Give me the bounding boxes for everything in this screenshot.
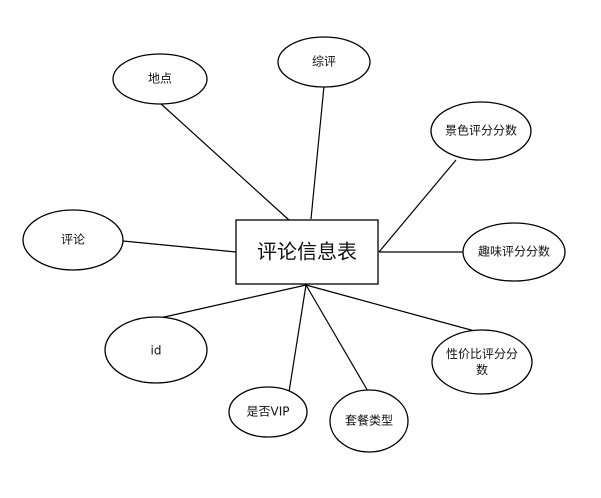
attribute-package-type[interactable]: 套餐类型 — [329, 389, 409, 453]
attribute-label: 套餐类型 — [345, 413, 393, 428]
attribute-ellipse — [329, 389, 409, 453]
edge-overall — [310, 85, 325, 220]
attribute-value-score[interactable]: 性价比评分分数 — [431, 329, 533, 395]
attribute-ellipse — [112, 53, 208, 105]
attribute-ellipse — [430, 101, 532, 161]
edge-value-score — [305, 284, 483, 334]
attribute-id[interactable]: id — [104, 316, 208, 384]
attribute-label: 地点 — [148, 72, 172, 86]
entity-label: 评论信息表 — [257, 240, 357, 264]
edge-id — [159, 284, 307, 319]
attribute-scenery-score[interactable]: 景色评分分数 — [430, 101, 532, 161]
attribute-label: 景色评分分数 — [445, 123, 517, 138]
attribute-ellipse — [228, 386, 308, 438]
attribute-fun-score[interactable]: 趣味评分分数 — [462, 222, 566, 282]
attribute-comment[interactable]: 评论 — [22, 209, 124, 271]
edge-is-vip — [288, 284, 307, 393]
edge-package-type — [305, 284, 370, 394]
attribute-label: 综评 — [312, 55, 336, 69]
attribute-ellipse — [22, 209, 124, 271]
edge-scenery-score — [378, 159, 457, 253]
attribute-label: 趣味评分分数 — [478, 244, 550, 259]
attribute-ellipse — [431, 329, 533, 395]
edge-comment — [122, 240, 237, 253]
attribute-label: id — [151, 344, 162, 358]
attribute-label: 评论 — [61, 233, 85, 247]
attribute-is-vip[interactable]: 是否VIP — [228, 386, 308, 438]
entity-review-table[interactable]: 评论信息表 — [235, 219, 379, 285]
entity-box — [235, 219, 379, 285]
edge-location — [159, 102, 290, 221]
attribute-overall[interactable]: 综评 — [277, 36, 371, 88]
attribute-ellipse — [277, 36, 371, 88]
attribute-label: 性价比评分分数 — [446, 347, 518, 377]
attribute-ellipse — [462, 222, 566, 282]
attribute-ellipse — [104, 316, 208, 384]
edges — [122, 85, 483, 394]
attribute-location[interactable]: 地点 — [112, 53, 208, 105]
attribute-label: 是否VIP — [247, 405, 290, 419]
